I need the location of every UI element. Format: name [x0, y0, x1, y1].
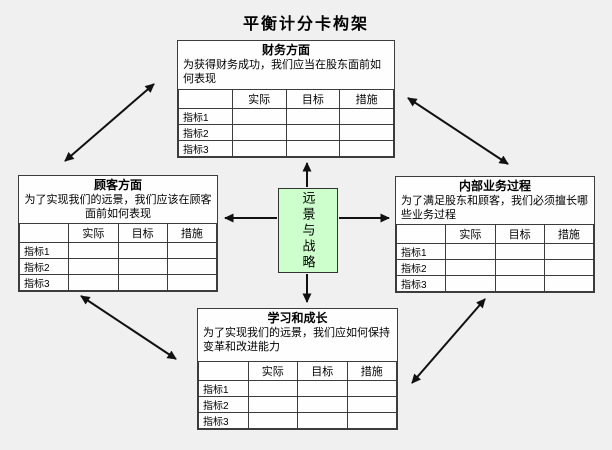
financial-indicator-table: 实际 目标 措施 指标1 指标2 指标3: [178, 89, 394, 157]
empty-cell: [346, 396, 397, 413]
row-label-indicator2: 指标2: [18, 258, 70, 275]
col-header-actual: 实际: [247, 361, 298, 381]
empty-cell: [494, 259, 545, 276]
page-title: 平衡计分卡构架: [242, 16, 369, 33]
col-header-measure: 措施: [339, 89, 394, 109]
col-header-actual: 实际: [231, 89, 287, 109]
empty-cell: [285, 124, 341, 141]
empty-cell: [166, 258, 218, 275]
internal-box-description: 为了满足股东和顾客，我们必须擅长哪些业务过程: [401, 195, 588, 221]
col-header-target: 目标: [494, 224, 545, 244]
col-header-target: 目标: [297, 361, 348, 381]
learning-box-title: 学习和成长: [267, 311, 328, 325]
vision-strategy-box: 远景与战略: [278, 188, 338, 273]
empty-cell: [285, 108, 341, 125]
row-label-indicator1: 指标1: [395, 243, 447, 260]
row-label-indicator1: 指标1: [198, 380, 249, 397]
double-arrow-customer-financial: [64, 83, 155, 162]
empty-cell: [339, 140, 394, 157]
col-header-target: 目标: [117, 223, 168, 243]
empty-cell: [166, 242, 218, 259]
empty-cell: [339, 124, 394, 141]
financial-box-description: 为获得财务成功，我们应当在股东面前如何表现: [183, 59, 381, 85]
customer-box-title: 顾客方面: [93, 178, 142, 192]
customer-box-description: 为了实现我们的远景，我们应该在顾客面前如何表现: [24, 194, 212, 220]
empty-cell: [445, 275, 496, 292]
corner-cell: [198, 361, 249, 381]
empty-cell: [297, 380, 348, 397]
internal-box-title: 内部业务过程: [458, 179, 531, 193]
empty-cell: [346, 412, 397, 429]
empty-cell: [68, 258, 119, 275]
empty-cell: [68, 274, 119, 291]
empty-cell: [247, 380, 298, 397]
row-label-indicator1: 指标1: [18, 242, 70, 259]
empty-cell: [445, 243, 496, 260]
empty-cell: [494, 243, 545, 260]
internal-process-box: 内部业务过程 为了满足股东和顾客，我们必须擅长哪些业务过程 实际 目标 措施 指…: [395, 176, 595, 293]
empty-cell: [231, 140, 287, 157]
double-arrow-financial-internal: [407, 97, 509, 165]
customer-indicator-table: 实际 目标 措施 指标1 指标2 指标3: [18, 223, 218, 291]
row-label-indicator3: 指标3: [198, 412, 249, 429]
col-header-measure: 措施: [346, 361, 397, 381]
row-label-indicator3: 指标3: [395, 275, 447, 292]
empty-cell: [543, 243, 595, 260]
col-header-target: 目标: [285, 89, 341, 109]
empty-cell: [543, 259, 595, 276]
empty-cell: [346, 380, 397, 397]
row-label-indicator1: 指标1: [178, 108, 233, 125]
empty-cell: [494, 275, 545, 292]
col-header-actual: 实际: [68, 223, 119, 243]
empty-cell: [247, 396, 298, 413]
empty-cell: [543, 275, 595, 292]
empty-cell: [117, 258, 168, 275]
corner-cell: [395, 224, 447, 244]
learning-box-description: 为了实现我们的远景，我们应如何保持变革和改进能力: [203, 327, 390, 353]
corner-cell: [18, 223, 70, 243]
learning-indicator-table: 实际 目标 措施 指标1 指标2 指标3: [198, 361, 397, 429]
vision-strategy-label: 远景与战略: [300, 190, 316, 271]
learning-growth-box: 学习和成长 为了实现我们的远景，我们应如何保持变革和改进能力 实际 目标 措施 …: [197, 308, 398, 430]
corner-cell: [178, 89, 233, 109]
empty-cell: [247, 412, 298, 429]
double-arrow-customer-learning: [80, 295, 177, 360]
col-header-measure: 措施: [166, 223, 218, 243]
empty-cell: [285, 140, 341, 157]
empty-cell: [117, 242, 168, 259]
empty-cell: [68, 242, 119, 259]
row-label-indicator3: 指标3: [18, 274, 70, 291]
col-header-actual: 实际: [445, 224, 496, 244]
empty-cell: [339, 108, 394, 125]
double-arrow-learning-internal: [411, 298, 486, 384]
internal-indicator-table: 实际 目标 措施 指标1 指标2 指标3: [395, 224, 595, 292]
empty-cell: [445, 259, 496, 276]
row-label-indicator3: 指标3: [178, 140, 233, 157]
empty-cell: [297, 396, 348, 413]
empty-cell: [117, 274, 168, 291]
row-label-indicator2: 指标2: [178, 124, 233, 141]
financial-box-title: 财务方面: [261, 43, 310, 57]
col-header-measure: 措施: [543, 224, 595, 244]
row-label-indicator2: 指标2: [198, 396, 249, 413]
empty-cell: [166, 274, 218, 291]
empty-cell: [231, 108, 287, 125]
financial-perspective-box: 财务方面 为获得财务成功，我们应当在股东面前如何表现 实际 目标 措施 指标1 …: [177, 40, 395, 158]
row-label-indicator2: 指标2: [395, 259, 447, 276]
empty-cell: [231, 124, 287, 141]
customer-perspective-box: 顾客方面 为了实现我们的远景，我们应该在顾客面前如何表现 实际 目标 措施 指标…: [18, 175, 218, 292]
empty-cell: [297, 412, 348, 429]
